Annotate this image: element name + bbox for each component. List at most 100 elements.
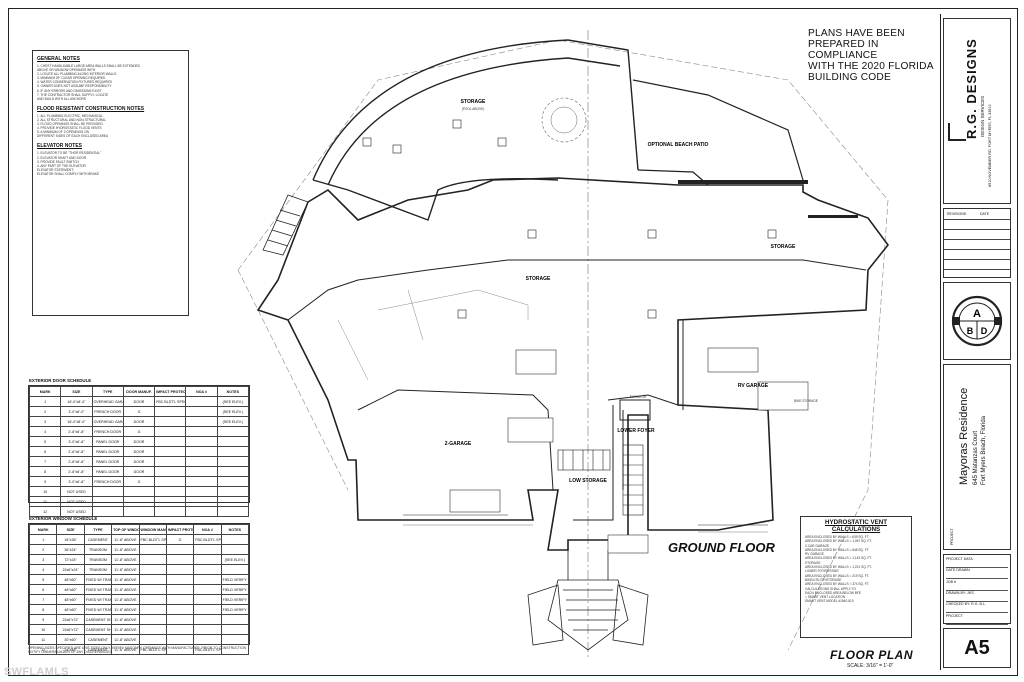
schedule-cell: 8 xyxy=(28,604,58,615)
room-label-rv-garage: RV GARAGE xyxy=(738,383,769,389)
project-city: Fort Myers Beach, Florida xyxy=(981,415,987,485)
general-notes-box: GENERAL NOTES 1. CHEST HANDLEABLE LARGE … xyxy=(32,50,189,316)
schedule-cell xyxy=(185,446,218,457)
schedule-cell: 6 xyxy=(28,446,62,457)
rv-note-callout-2 xyxy=(757,381,809,411)
stair-note-callout xyxy=(607,534,649,554)
lower-level-outline xyxy=(337,289,529,381)
elevator-notes-title: ELEVATOR NOTES xyxy=(37,143,83,150)
schedule-cell xyxy=(185,486,218,497)
schedule-cell xyxy=(138,544,167,555)
schedule-cell: 4 xyxy=(28,564,58,575)
note-line: STORAGE xyxy=(805,560,821,565)
room-label-storage-right: STORAGE xyxy=(771,244,796,250)
schedule-cell: 8 xyxy=(28,466,62,477)
schedule-header-cell: SIZE xyxy=(56,524,85,535)
schedule-cell: 11'-8" ABOVE xyxy=(111,634,140,645)
schedule-cell: TRANSOM xyxy=(83,544,113,555)
schedule-row: 116'-0"x8'-0"OVERHEAD GARAGE DOORDOORFBC… xyxy=(28,396,250,407)
elevator-shaft xyxy=(619,399,651,421)
schedule-cell: 2'-8"x6'-8" xyxy=(60,466,93,477)
project-info-row: DATE DRAWN xyxy=(946,568,1008,580)
hydrostatic-title: HYDROSTATIC VENT CALCULATIONS xyxy=(825,519,887,533)
schedule-cell: 22x6"x72" xyxy=(56,614,85,625)
note-line: EACH ENCLOSED AREA BELOW BFE xyxy=(805,590,861,595)
schedule-header-cell: DOOR MANUF. xyxy=(122,386,156,397)
note-line: ABOVE OR WINDOW OPENINGS WITH xyxy=(37,68,96,73)
schedule-cell xyxy=(193,614,222,625)
schedule-cell: G xyxy=(165,534,195,545)
note-line: 2. LOCATE ALL PLUMBING ALONG INTERIOR WA… xyxy=(37,72,117,77)
floor-plan-title: FLOOR PLAN xyxy=(830,648,913,662)
mls-watermark: SWFLAMLS xyxy=(4,666,69,678)
schedule-cell: 11 xyxy=(28,634,58,645)
schedule-cell: PANEL DOOR xyxy=(91,446,124,457)
schedule-cell: G xyxy=(122,476,156,487)
schedule-cell xyxy=(185,406,218,417)
schedule-cell: FIXED W/ TRANSOM xyxy=(83,584,113,595)
schedule-header-cell: IMPACT PROTECTION xyxy=(165,524,195,535)
schedule-cell xyxy=(193,624,222,635)
schedule-cell xyxy=(91,486,124,497)
schedule-cell xyxy=(185,436,218,447)
code-note-line: PLANS HAVE BEEN xyxy=(808,28,905,39)
schedule-cell: 48"x60" xyxy=(56,574,85,585)
garage2-note-callout xyxy=(507,417,554,443)
note-line: 3. PROVIDE FAULT SWITCH xyxy=(37,159,79,164)
schedule-cell: 36"x24" xyxy=(56,544,85,555)
note-line: 2-CAR GARAGE xyxy=(805,543,830,548)
schedule-cell xyxy=(193,564,222,575)
note-line: AREA ENCLOSED BY WALLS = 639 SQ. FT. xyxy=(805,535,870,539)
note-line: 5. A MINIMUM OF 2 OPENINGS ON xyxy=(37,130,89,135)
svg-text:B: B xyxy=(967,326,974,336)
schedule-cell xyxy=(154,506,187,517)
schedule-cell: 18"x36" xyxy=(56,534,85,545)
schedule-cell xyxy=(193,584,222,595)
schedule-cell xyxy=(185,456,218,467)
note-line: CALCULATIONS SHALL APPLY TO xyxy=(805,586,856,591)
room-label-2-garage: 2-GARAGE xyxy=(445,441,472,447)
schedule-cell xyxy=(185,426,218,437)
schedule-cell xyxy=(154,416,187,427)
schedule-cell: FRENCH DOOR xyxy=(91,476,124,487)
schedule-cell xyxy=(154,486,187,497)
schedule-cell: 2 xyxy=(28,544,58,555)
schedule-cell xyxy=(138,614,167,625)
window-schedule-title: EXTERIOR WINDOW SCHEDULE xyxy=(29,516,98,521)
general-notes-title: GENERAL NOTES xyxy=(37,56,80,62)
note-line: AREA ENCLOSED BY WALLS = 219 SQ. FT. xyxy=(805,573,870,578)
project-info-row: CHECKED BY: R.G. B.L. xyxy=(946,602,1008,614)
firm-sub: DESIGN SERVICES xyxy=(980,95,985,137)
schedule-cell: FIXED W/ TRANSOM xyxy=(83,574,113,585)
firm-name: R.G. DESIGNS xyxy=(964,38,979,139)
project-info-row: PROJECT DATA xyxy=(946,557,1008,568)
schedule-cell xyxy=(165,544,195,555)
schedule-cell: TRANSOM xyxy=(83,554,113,565)
schedule-cell xyxy=(138,554,167,565)
schedule-header-cell: TYPE xyxy=(91,386,124,397)
note-line: AREA ENCLOSED BY WALLS = 648 SQ. FT. xyxy=(805,547,870,552)
sheet-number-cell: A5 xyxy=(943,628,1011,668)
schedule-cell: 22x6"x72" xyxy=(56,624,85,635)
schedule-cell xyxy=(138,624,167,635)
schedule-cell: DOOR xyxy=(122,396,156,407)
code-note-line: WITH THE 2020 FLORIDA xyxy=(808,61,934,72)
note-line: ELEVATOR SHALL COMPLY WITH BRAKE xyxy=(37,171,100,176)
note-line: 4. ANY PART OF THE ELEVATOR xyxy=(37,163,86,168)
project-info-row: DRAWN BY: JKS xyxy=(946,591,1008,602)
schedule-cell: DOOR xyxy=(122,456,156,467)
project-info-row: PROJECT xyxy=(946,614,1008,625)
seal-cell: A B D xyxy=(943,282,1011,360)
schedule-cell: 11'-8" ABOVE xyxy=(111,564,140,575)
schedule-cell: FIXED W/ TRANSOM xyxy=(83,594,113,605)
schedule-cell xyxy=(216,506,250,517)
schedule-header-cell: WINDOW MANUF. xyxy=(138,524,167,535)
schedule-cell: FBC BLDT'L SPECS. xyxy=(138,644,167,655)
